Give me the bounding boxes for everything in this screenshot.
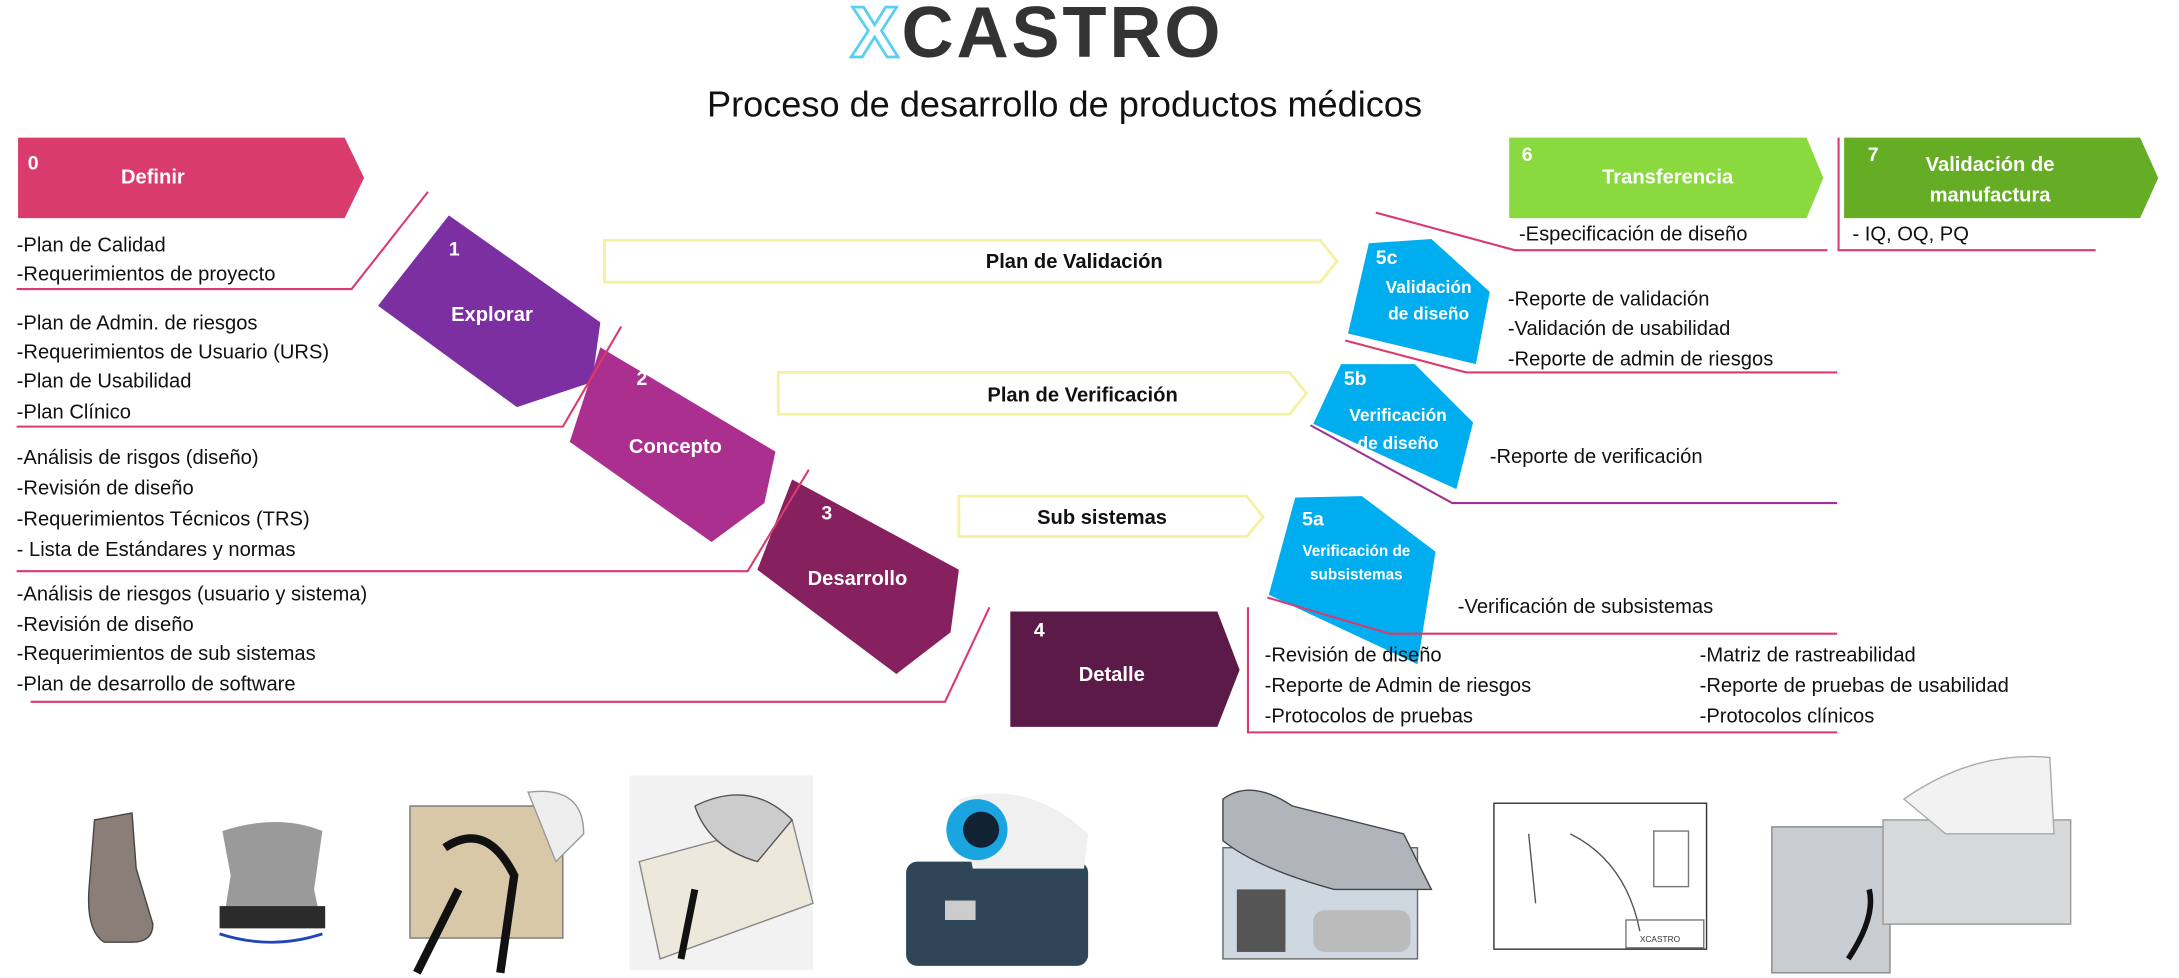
deliverable: -Reporte de validación <box>1507 289 1710 312</box>
connector-line <box>16 469 810 573</box>
deliverable: -Requerimientos Técnicos (TRS) <box>16 508 310 531</box>
connector-line <box>1375 211 1828 252</box>
deliverable: -Requerimientos de proyecto <box>16 264 276 287</box>
stage-label: Concepto <box>628 436 722 459</box>
photo-prototype-2 <box>629 775 814 971</box>
plan-label: Plan de Validación <box>985 251 1163 274</box>
stage-label: Validación <box>1385 277 1472 298</box>
stage-label: Desarrollo <box>807 568 908 591</box>
deliverable: -Revisión de diseño <box>1264 644 1442 668</box>
stage-0-shape <box>18 137 365 219</box>
connector-line <box>1309 424 1838 505</box>
connector-line <box>1246 607 1838 734</box>
stage-number: 3 <box>821 501 833 524</box>
stage-label: subsistemas <box>1310 566 1403 584</box>
deliverable: -Plan Clínico <box>16 401 131 424</box>
deliverable: -Revisión de diseño <box>16 614 194 637</box>
deliverable: -Validación de usabilidad <box>1507 318 1731 341</box>
plan-label: Sub sistemas <box>1037 507 1168 530</box>
svg-text:XCASTRO: XCASTRO <box>1640 934 1681 944</box>
stage-number: 5a <box>1302 507 1324 530</box>
deliverable: -Plan de Calidad <box>16 234 166 258</box>
stage-1-shape <box>377 215 601 408</box>
deliverable: -Reporte de verificación <box>1489 446 1703 469</box>
deliverable: -Requerimientos de Usuario (URS) <box>16 341 330 365</box>
stage-label: de diseño <box>1388 304 1470 324</box>
deliverable: -Plan de Usabilidad <box>16 371 192 394</box>
stage-number: 2 <box>636 366 648 390</box>
deliverable: -Revisión de diseño <box>16 478 194 501</box>
connector-line <box>1837 137 2096 252</box>
stage-number: 5c <box>1375 245 1398 269</box>
stage-4-shape <box>1010 611 1240 727</box>
stage-7-shape <box>1844 137 2159 219</box>
stage-label: Definir <box>120 166 185 189</box>
logo: XCASTRO <box>849 0 1224 74</box>
plan-validacion-arrow <box>603 239 1339 284</box>
stage-label: de diseño <box>1357 433 1439 454</box>
deliverable: -Plan de desarrollo de software <box>16 674 296 697</box>
stage-number: 0 <box>27 151 39 174</box>
stage-label: Transferencia <box>1602 166 1734 189</box>
stage-2-shape <box>569 347 776 542</box>
stage-label: Explorar <box>451 304 533 327</box>
plan-verificacion-arrow <box>776 371 1309 416</box>
stage-label: Validación de <box>1925 154 2055 177</box>
stage-number: 1 <box>448 237 460 260</box>
photo-boot-render <box>219 822 326 944</box>
photo-prototype-1 <box>409 790 585 975</box>
stage-label: Verificación <box>1349 405 1447 426</box>
stage-number: 4 <box>1033 618 1045 641</box>
page-title: Proceso de desarrollo de productos médic… <box>706 83 1423 126</box>
deliverable: -Análisis de riesgos (usuario y sistema) <box>16 583 368 606</box>
stage-5a-shape <box>1268 496 1436 665</box>
stage-3-shape <box>757 479 959 675</box>
deliverable: - IQ, OQ, PQ <box>1852 223 1969 246</box>
stage-number: 7 <box>1867 143 1879 166</box>
photo-concept-render <box>906 793 1089 966</box>
photo-foot-orthosis <box>87 812 154 943</box>
connector-line <box>30 606 991 703</box>
stage-5b-shape <box>1313 364 1474 490</box>
connector-line <box>16 191 429 291</box>
deliverable: -Análisis de risgos (diseño) <box>16 447 259 470</box>
plan-label: Plan de Verificación <box>987 384 1178 408</box>
photo-final-device <box>1771 755 2072 974</box>
deliverable: -Protocolos clínicos <box>1699 705 1875 729</box>
deliverable: -Reporte de admin de riesgos <box>1507 348 1774 372</box>
stage-5c-shape <box>1348 239 1490 365</box>
deliverable: - Lista de Estándares y normas <box>16 539 296 562</box>
deliverable: -Requerimientos de sub sistemas <box>16 643 316 666</box>
deliverable: -Reporte de pruebas de usabilidad <box>1699 675 2009 698</box>
photo-strip: XCASTRO <box>87 755 2072 975</box>
stage-label: manufactura <box>1929 184 2051 208</box>
stage-number: 5b <box>1343 366 1367 390</box>
deliverable: -Plan de Admin. de riesgos <box>16 312 258 335</box>
connector-line <box>1267 596 1838 635</box>
stage-label: Verificación de <box>1302 543 1411 561</box>
stage-number: 6 <box>1521 143 1533 166</box>
photo-detail-cad-render <box>1222 789 1433 960</box>
connector-line <box>16 326 623 428</box>
deliverable: -Especificación de diseño <box>1518 223 1748 246</box>
deliverable: -Matriz de rastreabilidad <box>1699 644 1916 668</box>
photo-technical-drawing: XCASTRO <box>1493 802 1708 950</box>
stage-6-shape <box>1509 137 1824 219</box>
deliverable: -Verificación de subsistemas <box>1457 596 1714 619</box>
deliverable: -Protocolos de pruebas <box>1264 705 1473 729</box>
deliverable: -Reporte de Admin de riesgos <box>1264 675 1532 698</box>
sub-sistemas-arrow <box>957 494 1266 538</box>
stage-label: Detalle <box>1078 664 1145 687</box>
connector-line <box>1344 339 1838 374</box>
